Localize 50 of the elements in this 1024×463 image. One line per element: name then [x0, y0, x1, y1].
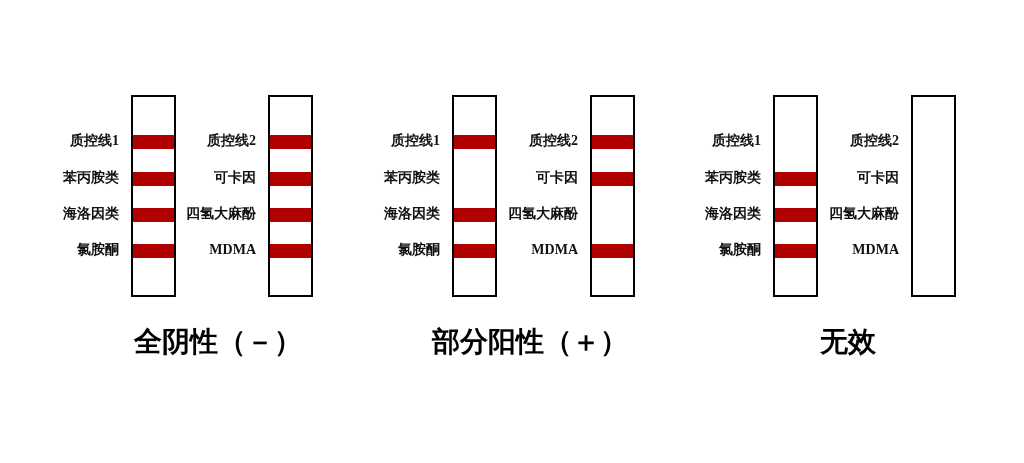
test-band	[270, 208, 311, 222]
test-band	[270, 135, 311, 149]
band-label: 质控线1	[70, 132, 119, 150]
band-label: 氯胺酮	[77, 241, 119, 259]
band-label: MDMA	[209, 241, 256, 259]
result-caption: 无效	[820, 325, 876, 359]
band-label: MDMA	[852, 241, 899, 259]
test-band	[133, 208, 174, 222]
test-band	[270, 172, 311, 186]
test-strip	[268, 95, 313, 297]
band-label: 四氢大麻酚	[829, 205, 899, 223]
test-strip	[131, 95, 176, 297]
band-label: 海洛因类	[705, 205, 761, 223]
test-band	[775, 244, 816, 258]
result-caption: 全阴性（－）	[134, 325, 302, 359]
band-label: MDMA	[531, 241, 578, 259]
test-strip	[452, 95, 497, 297]
test-band	[454, 135, 495, 149]
band-label: 质控线1	[391, 132, 440, 150]
band-label: 海洛因类	[384, 205, 440, 223]
test-strip	[773, 95, 818, 297]
band-label: 氯胺酮	[398, 241, 440, 259]
test-strip	[911, 95, 956, 297]
test-band	[775, 172, 816, 186]
result-caption: 部分阳性（＋）	[432, 325, 628, 359]
test-band	[592, 135, 633, 149]
test-band	[454, 244, 495, 258]
band-label: 质控线1	[712, 132, 761, 150]
band-label: 氯胺酮	[719, 241, 761, 259]
test-strip	[590, 95, 635, 297]
band-label: 质控线2	[529, 132, 578, 150]
band-label: 四氢大麻酚	[186, 205, 256, 223]
band-label: 苯丙胺类	[705, 169, 761, 187]
test-band	[270, 244, 311, 258]
band-label: 四氢大麻酚	[508, 205, 578, 223]
band-label: 海洛因类	[63, 205, 119, 223]
band-label: 可卡因	[536, 169, 578, 187]
band-label: 可卡因	[214, 169, 256, 187]
test-band	[775, 208, 816, 222]
test-band	[133, 244, 174, 258]
band-label: 苯丙胺类	[63, 169, 119, 187]
band-label: 可卡因	[857, 169, 899, 187]
test-band	[133, 172, 174, 186]
band-label: 质控线2	[207, 132, 256, 150]
band-label: 苯丙胺类	[384, 169, 440, 187]
band-label: 质控线2	[850, 132, 899, 150]
test-band	[454, 208, 495, 222]
test-band	[592, 172, 633, 186]
test-band	[133, 135, 174, 149]
test-band	[592, 244, 633, 258]
